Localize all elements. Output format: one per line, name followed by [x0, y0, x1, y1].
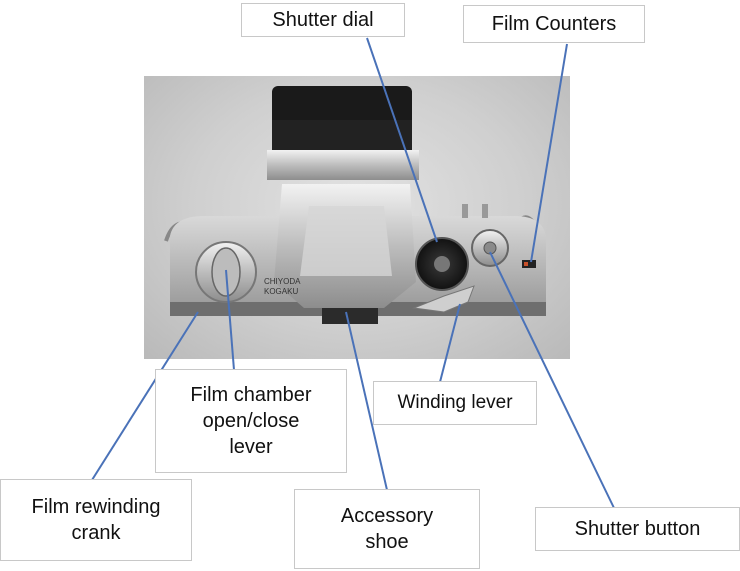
label-accessory-shoe-text: Accessory shoe — [340, 505, 434, 553]
label-accessory-shoe: Accessory shoe — [294, 489, 480, 569]
lens-focus-ring — [272, 120, 412, 150]
label-film-counters: Film Counters — [463, 5, 645, 43]
label-film-chamber-lever: Film chamber open/close lever — [155, 369, 347, 473]
label-shutter-button-text: Shutter button — [574, 518, 701, 540]
label-winding-lever-text: Winding lever — [397, 392, 513, 413]
label-shutter-dial-text: Shutter dial — [272, 9, 374, 31]
label-winding-lever: Winding lever — [373, 381, 537, 425]
label-shutter-dial: Shutter dial — [241, 3, 405, 37]
label-film-rewinding-crank: Film rewinding crank — [0, 479, 192, 561]
engraving-line2: KOGAKU — [264, 287, 298, 296]
label-shutter-button: Shutter button — [535, 507, 740, 551]
engraving-line1: CHIYODA — [264, 277, 301, 286]
lens-mount — [267, 150, 419, 180]
accessory-shoe-shape — [322, 308, 378, 324]
label-film-chamber-lever-text: Film chamber open/close lever — [190, 384, 312, 458]
camera-photo: CHIYODA KOGAKU — [144, 76, 570, 359]
label-film-rewinding-crank-text: Film rewinding crank — [31, 496, 161, 544]
label-film-counters-text: Film Counters — [491, 13, 617, 35]
camera-illustration: CHIYODA KOGAKU — [164, 86, 546, 324]
rewind-crank-lever — [211, 247, 241, 297]
